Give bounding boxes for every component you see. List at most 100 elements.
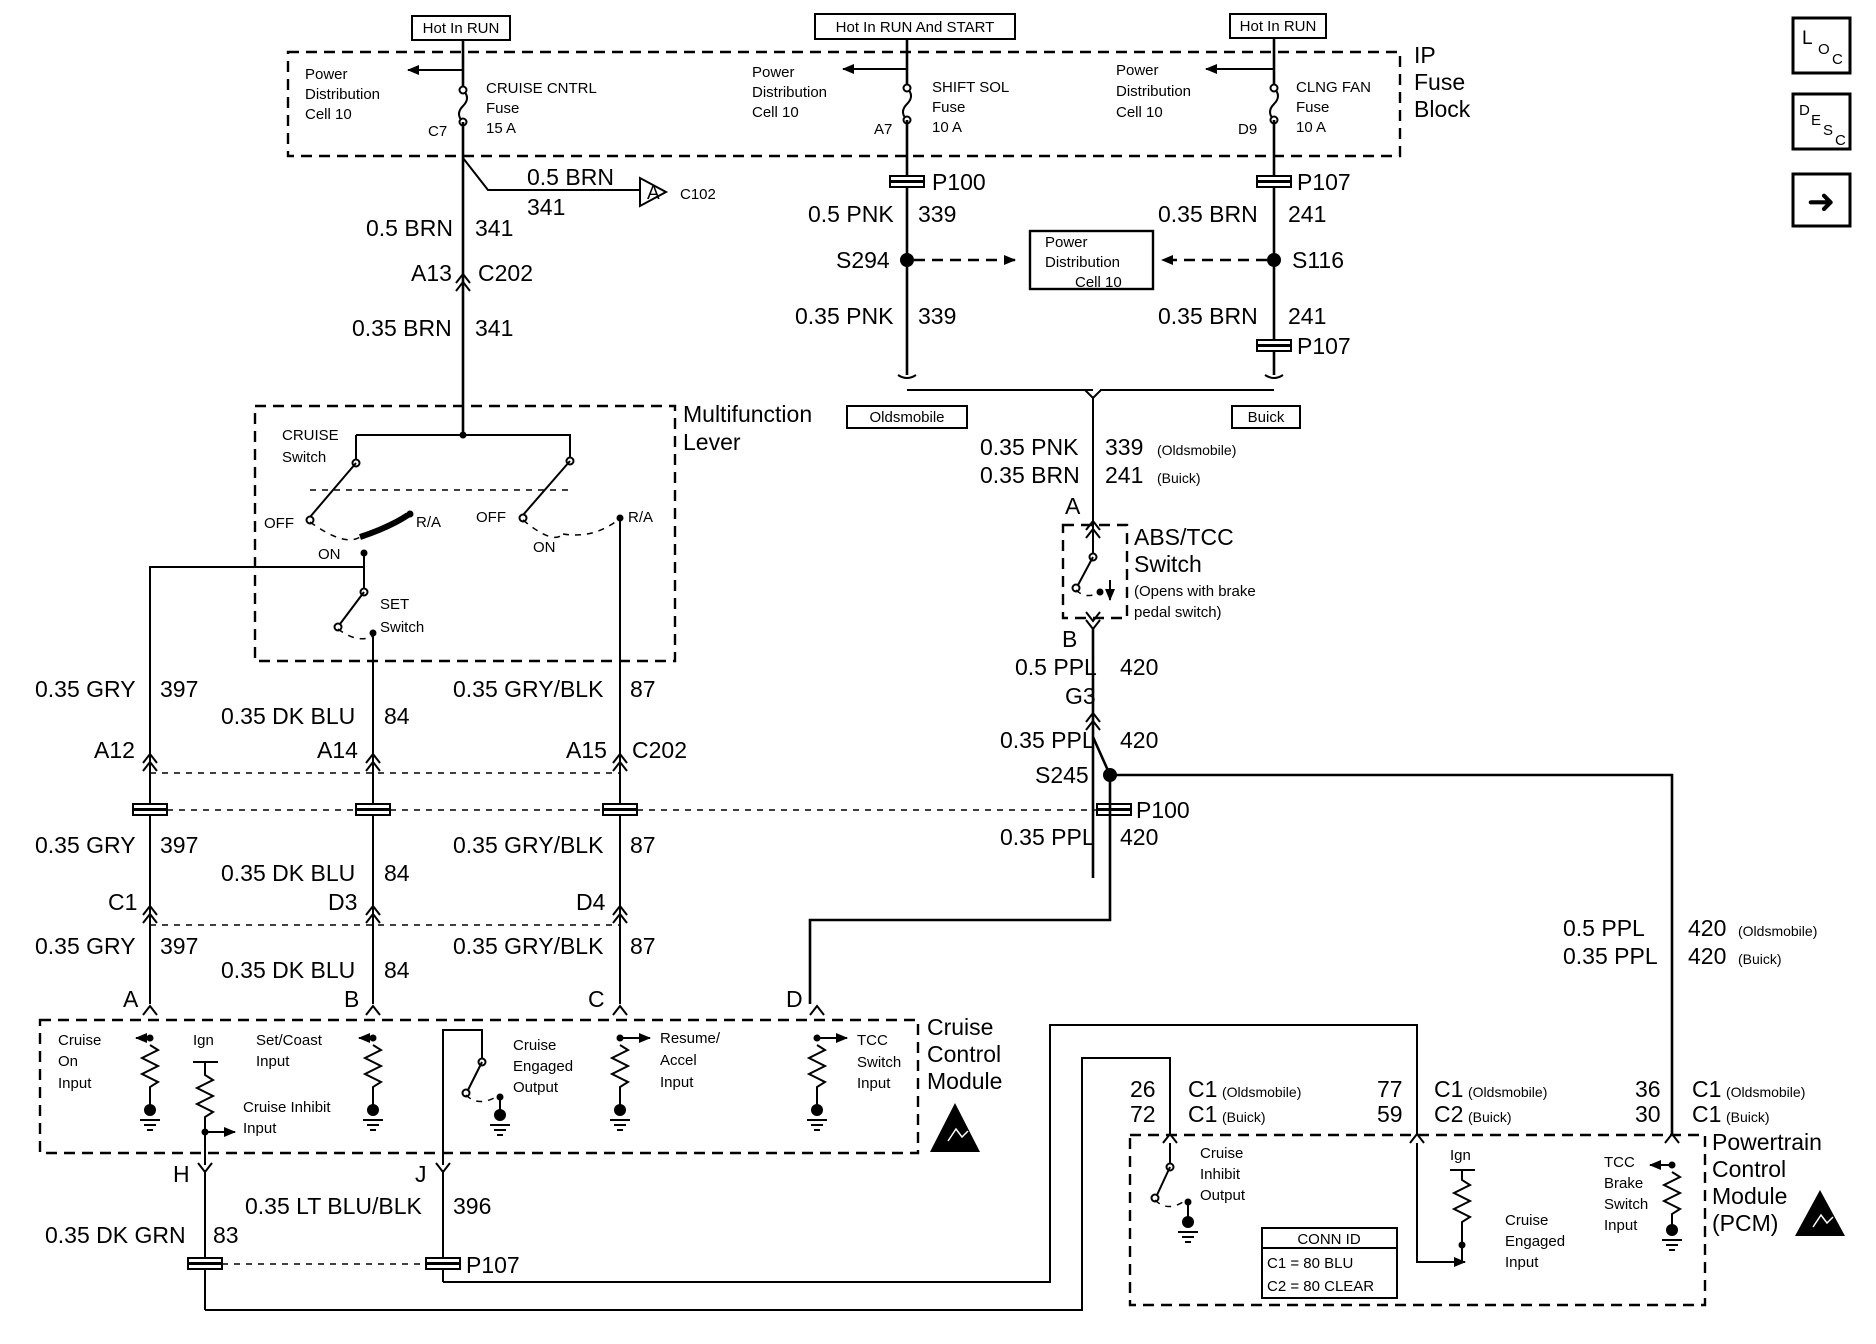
svg-text:Cruise: Cruise [58,1032,101,1049]
svg-text:P100: P100 [932,169,986,195]
svg-text:341: 341 [527,194,565,220]
svg-text:241: 241 [1288,303,1326,329]
svg-text:(Buick): (Buick) [1468,1109,1512,1125]
svg-text:0.35 PNK: 0.35 PNK [980,434,1079,460]
svg-text:Lever: Lever [683,429,741,455]
svg-text:(Oldsmobile): (Oldsmobile) [1726,1084,1805,1100]
svg-text:Set/Coast: Set/Coast [256,1032,323,1049]
left-harness-labels: 0.35 GRY 397 0.35 DK BLU 84 0.35 GRY/BLK… [35,676,1097,1012]
svg-text:Cruise: Cruise [1505,1212,1548,1229]
svg-text:0.5 BRN: 0.5 BRN [527,164,614,190]
clng-fan-fuse: Power Distribution Cell 10 CLNG FAN Fuse… [1116,38,1371,138]
svg-text:Control: Control [927,1041,1001,1067]
svg-text:Power: Power [1116,62,1159,79]
svg-text:36: 36 [1635,1076,1661,1102]
svg-text:0.35 GRY/BLK: 0.35 GRY/BLK [453,676,604,702]
circuits-339-241: P100 0.5 PNK 339 S294 0.35 PNK 339 Power… [795,120,1351,530]
svg-text:D3: D3 [328,889,357,915]
svg-text:Input: Input [256,1053,290,1070]
svg-text:Hot In RUN And START: Hot In RUN And START [836,19,995,36]
svg-text:0.5 BRN: 0.5 BRN [366,215,453,241]
next-arrow-button[interactable]: ➜ [1791,172,1852,228]
svg-text:ON: ON [533,539,556,556]
svg-text:Input: Input [58,1075,92,1092]
svg-text:Power: Power [1045,234,1088,251]
svg-text:B: B [344,986,359,1012]
svg-text:(Oldsmobile): (Oldsmobile) [1157,442,1236,458]
svg-text:SHIFT SOL: SHIFT SOL [932,79,1009,96]
svg-text:ABS/TCC: ABS/TCC [1134,524,1234,550]
svg-text:A13: A13 [411,260,452,286]
svg-text:C1: C1 [1188,1101,1217,1127]
svg-text:C1: C1 [1188,1076,1217,1102]
svg-text:P107: P107 [466,1252,520,1278]
buick-tag: Buick [1231,405,1301,429]
conn-id-table: CONN ID C1 = 80 BLU C2 = 80 CLEAR [1261,1227,1398,1299]
svg-text:A7: A7 [874,121,892,138]
svg-text:CONN ID: CONN ID [1297,1231,1361,1248]
svg-text:Switch: Switch [282,449,326,466]
hot-in-run-tag-2: Hot In RUN [1229,13,1327,39]
svg-text:0.35 LT BLU/BLK: 0.35 LT BLU/BLK [245,1193,423,1219]
svg-text:L: L [1802,28,1813,49]
svg-text:0.5 PNK: 0.5 PNK [808,201,894,227]
svg-text:0.35 DK GRN: 0.35 DK GRN [45,1222,186,1248]
svg-text:Distribution: Distribution [305,86,380,103]
svg-text:C: C [1832,51,1843,68]
svg-text:Distribution: Distribution [1116,83,1191,100]
svg-text:Cruise Inhibit: Cruise Inhibit [243,1099,331,1116]
svg-text:0.35 BRN: 0.35 BRN [1158,303,1258,329]
svg-text:341: 341 [475,215,513,241]
svg-text:397: 397 [160,933,198,959]
svg-text:S: S [1823,122,1833,139]
svg-text:TCC: TCC [857,1032,888,1049]
svg-text:OFF: OFF [264,515,294,532]
svg-text:CLNG FAN: CLNG FAN [1296,79,1371,96]
loc-button[interactable]: L O C [1791,16,1852,75]
ip-fuse-block-label-2: Fuse [1414,69,1465,95]
svg-text:Switch: Switch [380,619,424,636]
hot-in-run-tag-1: Hot In RUN [411,15,511,41]
svg-text:C2: C2 [1434,1101,1463,1127]
svg-text:83: 83 [213,1222,239,1248]
svg-text:15 A: 15 A [486,120,516,137]
svg-text:(Buick): (Buick) [1738,951,1782,967]
svg-text:(Buick): (Buick) [1157,470,1201,486]
svg-text:C7: C7 [428,123,447,140]
svg-text:396: 396 [453,1193,491,1219]
svg-text:87: 87 [630,832,656,858]
svg-text:241: 241 [1288,201,1326,227]
svg-text:0.35 PNK: 0.35 PNK [795,303,894,329]
svg-text:S116: S116 [1292,247,1344,273]
desc-button[interactable]: D E S C [1791,92,1852,151]
svg-text:OFF: OFF [476,509,506,526]
svg-text:0.35 DK BLU: 0.35 DK BLU [221,860,355,886]
svg-text:S294: S294 [836,247,890,273]
svg-text:Input: Input [243,1120,277,1137]
svg-text:C202: C202 [632,737,687,763]
svg-text:Cruise: Cruise [1200,1145,1243,1162]
cruise-control-module: Cruise Control Module Cruise On Input Ig… [38,1004,1002,1165]
svg-text:Cell 10: Cell 10 [1075,274,1122,291]
svg-text:420: 420 [1688,943,1726,969]
svg-text:Module: Module [927,1068,1002,1094]
svg-text:Ign: Ign [1450,1147,1471,1164]
svg-text:C202: C202 [478,260,533,286]
svg-text:Oldsmobile: Oldsmobile [869,409,944,426]
svg-text:Cell 10: Cell 10 [1116,104,1163,121]
svg-text:Module: Module [1712,1183,1787,1209]
svg-text:87: 87 [630,676,656,702]
svg-text:A12: A12 [94,737,135,763]
svg-text:B: B [1062,626,1077,652]
svg-text:Multifunction: Multifunction [683,401,812,427]
p100-splice-row [132,803,1097,816]
svg-text:(Oldsmobile): (Oldsmobile) [1468,1084,1547,1100]
svg-text:CRUISE CNTRL: CRUISE CNTRL [486,80,597,97]
svg-text:Cruise: Cruise [927,1014,993,1040]
svg-text:SET: SET [380,596,409,613]
svg-text:P107: P107 [1297,169,1351,195]
svg-text:Accel: Accel [660,1052,697,1069]
svg-text:Input: Input [660,1074,694,1091]
svg-text:TCC: TCC [1604,1154,1635,1171]
